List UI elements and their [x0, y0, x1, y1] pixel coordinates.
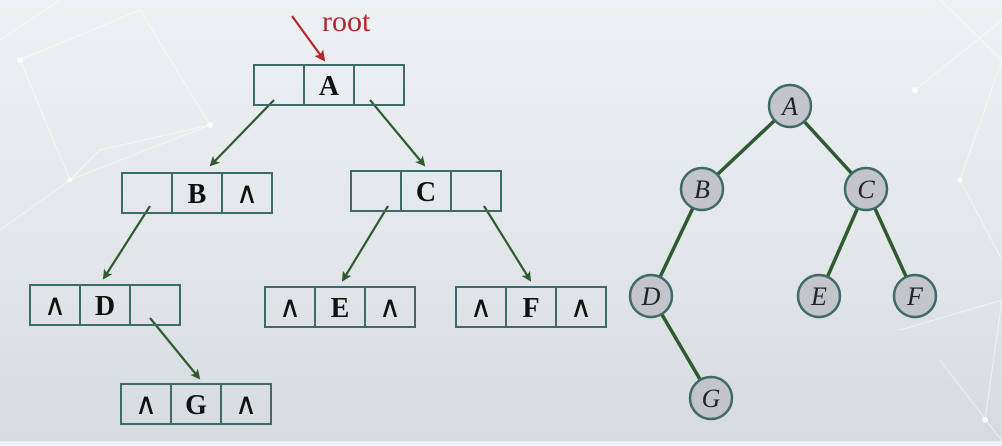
node-box-a: A: [253, 64, 405, 106]
tree-node-d: D: [628, 273, 674, 319]
root-label: root: [322, 5, 371, 38]
node-data-label: G: [185, 390, 207, 421]
link-arrow-a-b: [209, 99, 275, 167]
root-pointer: root: [291, 5, 371, 62]
link-arrow-d-g: [149, 317, 201, 380]
node-box-f: F ∧ ∧: [455, 286, 607, 328]
null-pointer-symbol: ∧: [470, 291, 492, 324]
tree-node-g: G: [688, 375, 734, 421]
null-pointer-symbol: ∧: [279, 291, 301, 324]
tree-node-label: G: [702, 384, 721, 413]
node-data-label: A: [319, 71, 340, 102]
node-data-label: D: [95, 291, 115, 322]
node-box-frame: [29, 284, 181, 326]
tree-node-label: F: [906, 282, 924, 311]
tree-node-label: C: [857, 175, 875, 204]
tree-node-label: E: [810, 282, 827, 311]
node-data-label: F: [522, 293, 539, 324]
tree-node-circle: [796, 273, 842, 319]
tree-node-a: A: [767, 83, 813, 129]
tree-node-circle: [628, 273, 674, 319]
node-box-d: D∧: [29, 284, 181, 326]
null-pointer-symbol: ∧: [235, 388, 257, 421]
node-box-b: B∧: [121, 172, 273, 214]
tree-edges: [649, 104, 917, 399]
null-pointer-symbol: ∧: [135, 388, 157, 421]
tree-node-circle: [843, 166, 889, 212]
node-box-frame: [350, 170, 502, 212]
tree-node-circle: [767, 83, 813, 129]
link-arrow-c-f: [483, 205, 532, 282]
null-pointer-symbol: ∧: [379, 291, 401, 324]
tree-node-b: B: [679, 166, 725, 212]
link-arrow-c-e: [341, 205, 389, 282]
null-pointer-symbol: ∧: [44, 289, 66, 322]
link-arrow-b-d: [102, 205, 151, 280]
linked-nodes: AB∧CD∧E∧∧F∧∧G∧∧: [29, 64, 607, 425]
node-data-label: E: [331, 293, 350, 324]
node-box-frame: [253, 64, 405, 106]
node-box-frame: [121, 172, 273, 214]
link-arrow-a-c: [369, 99, 426, 167]
tree-nodes: A B C D E F G: [628, 83, 938, 421]
tree-node-label: A: [780, 92, 798, 121]
node-box-frame: [455, 286, 607, 328]
null-pointer-symbol: ∧: [570, 291, 592, 324]
null-pointer-symbol: ∧: [236, 177, 258, 210]
tree-node-f: F: [892, 273, 938, 319]
node-box-c: C: [350, 170, 502, 212]
tree-node-circle: [679, 166, 725, 212]
tree-node-e: E: [796, 273, 842, 319]
node-data-label: B: [188, 179, 207, 210]
node-box-frame: [120, 383, 272, 425]
tree-node-label: B: [694, 175, 710, 204]
tree-node-circle: [688, 375, 734, 421]
node-box-e: E ∧ ∧: [264, 286, 416, 328]
node-box-g: G ∧ ∧: [120, 383, 272, 425]
background-dots: [17, 57, 988, 423]
node-box-frame: [264, 286, 416, 328]
root-arrow: [291, 15, 326, 62]
node-data-label: C: [416, 177, 436, 208]
tree-node-label: D: [641, 282, 661, 311]
tree-node-c: C: [843, 166, 889, 212]
link-arrows: [102, 99, 532, 380]
tree-node-circle: [892, 273, 938, 319]
